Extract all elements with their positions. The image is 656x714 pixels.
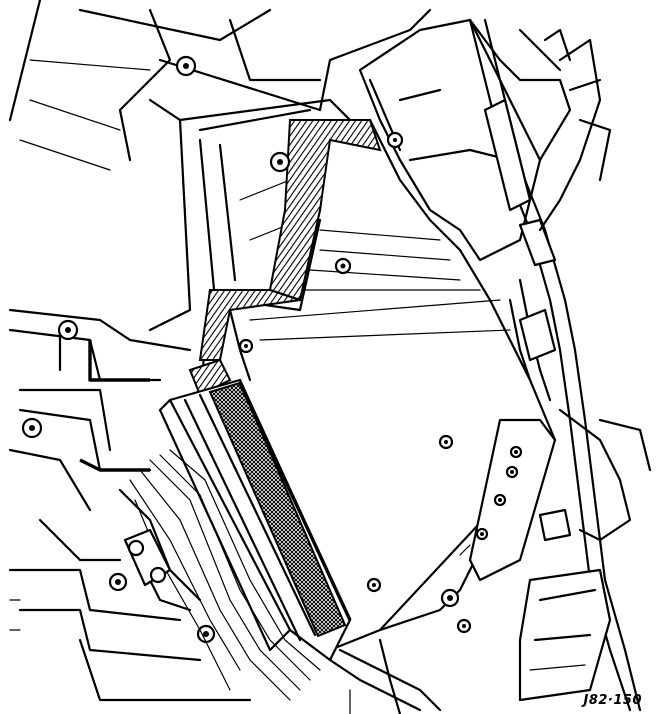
side-bracket-left [8,308,192,562]
lower-right-connector [518,568,612,702]
lower-cable-loop [328,638,442,714]
lower-left-bracket [8,568,252,702]
ecu-mounting-screws [21,55,472,644]
ecu-multiplug-connector [158,378,352,662]
heat-sink-flange [188,119,382,397]
body-panel-upper [8,0,432,171]
figure-reference-code: J82·150 [583,693,642,708]
diagnostic-terminal-strip [459,418,557,582]
wire-loom-bundle [118,449,321,701]
